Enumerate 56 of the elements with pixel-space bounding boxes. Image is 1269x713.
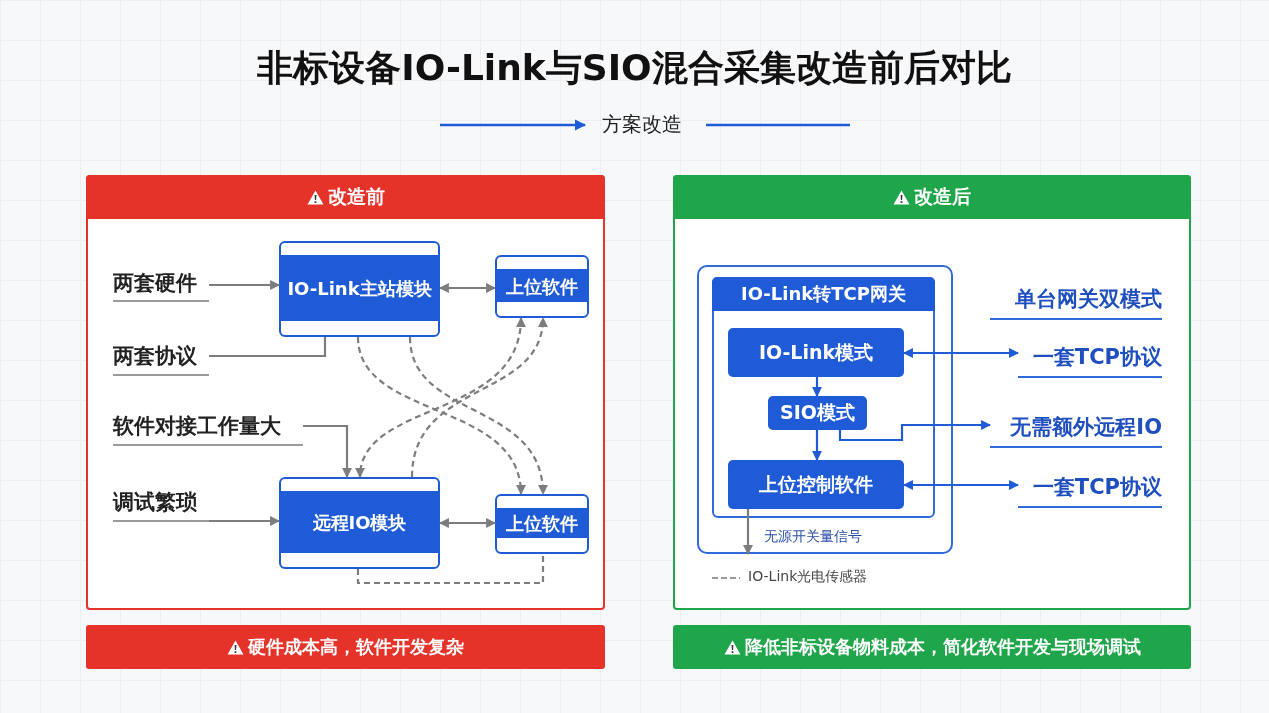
issue-text: 两套协议 <box>113 343 197 370</box>
box-label: 远程IO模块 <box>312 511 407 535</box>
connector <box>439 518 496 528</box>
connector <box>903 480 1019 490</box>
module-box <box>279 241 440 337</box>
comparison-panel <box>86 175 605 610</box>
box-label: 上位控制软件 <box>759 471 873 497</box>
dashed-connector <box>410 317 547 478</box>
module-box <box>279 477 440 569</box>
summary-text: 降低非标设备物料成本，简化软件开发与现场调试 <box>744 635 1141 659</box>
connector <box>812 430 822 461</box>
dashed-connector <box>356 317 525 478</box>
device-enclosure <box>697 265 953 554</box>
connector <box>838 420 991 442</box>
legend-label: IO-Link光电传感器 <box>748 568 868 586</box>
comparison-panel <box>673 175 1191 610</box>
benefit-text: 无需额外远程IO <box>1010 414 1162 441</box>
software-box <box>728 460 904 509</box>
diagram-title: 非标设备IO-Link与SIO混合采集改造前后对比 <box>256 46 1013 90</box>
issue-text: 两套硬件 <box>113 270 197 297</box>
panel-title: 改造后 <box>914 184 971 209</box>
dashed-connector <box>356 336 525 495</box>
subtitle: 方案改造 <box>602 111 682 138</box>
box-label: IO-Link模式 <box>758 339 874 365</box>
benefit-text: 一套TCP协议 <box>1032 344 1162 371</box>
connector <box>812 377 822 397</box>
connector <box>743 509 753 555</box>
issue-text: 软件对接工作量大 <box>113 413 281 440</box>
panel-title: 改造前 <box>327 184 385 209</box>
gateway-title: IO-Link转TCP网关 <box>741 282 906 306</box>
gateway-box <box>712 277 935 518</box>
mode-box <box>768 396 867 430</box>
connector <box>209 337 327 358</box>
connector <box>303 424 352 478</box>
connector <box>439 283 496 293</box>
dashed-connector <box>408 336 547 495</box>
connector <box>209 280 280 290</box>
panel-header <box>673 175 1191 219</box>
benefit-text: 一套TCP协议 <box>1032 474 1162 501</box>
box-label: IO-Link主站模块 <box>287 277 432 301</box>
box-label: SIO模式 <box>780 400 855 425</box>
signal-label: 无源开关量信号 <box>764 528 862 546</box>
summary-banner <box>86 625 605 669</box>
dashed-connector <box>356 554 545 585</box>
box-label: 上位软件 <box>506 512 578 536</box>
box-label: 上位软件 <box>506 274 578 299</box>
connector <box>209 516 280 526</box>
mode-box <box>728 328 904 377</box>
software-box <box>495 494 589 554</box>
benefit-text: 单台网关双模式 <box>1015 286 1162 313</box>
panel-header <box>86 175 605 219</box>
summary-text: 硬件成本高，软件开发复杂 <box>248 635 464 659</box>
issue-text: 调试繁琐 <box>113 489 197 516</box>
software-box <box>495 255 589 318</box>
connector <box>903 348 1019 358</box>
summary-banner <box>673 625 1191 669</box>
